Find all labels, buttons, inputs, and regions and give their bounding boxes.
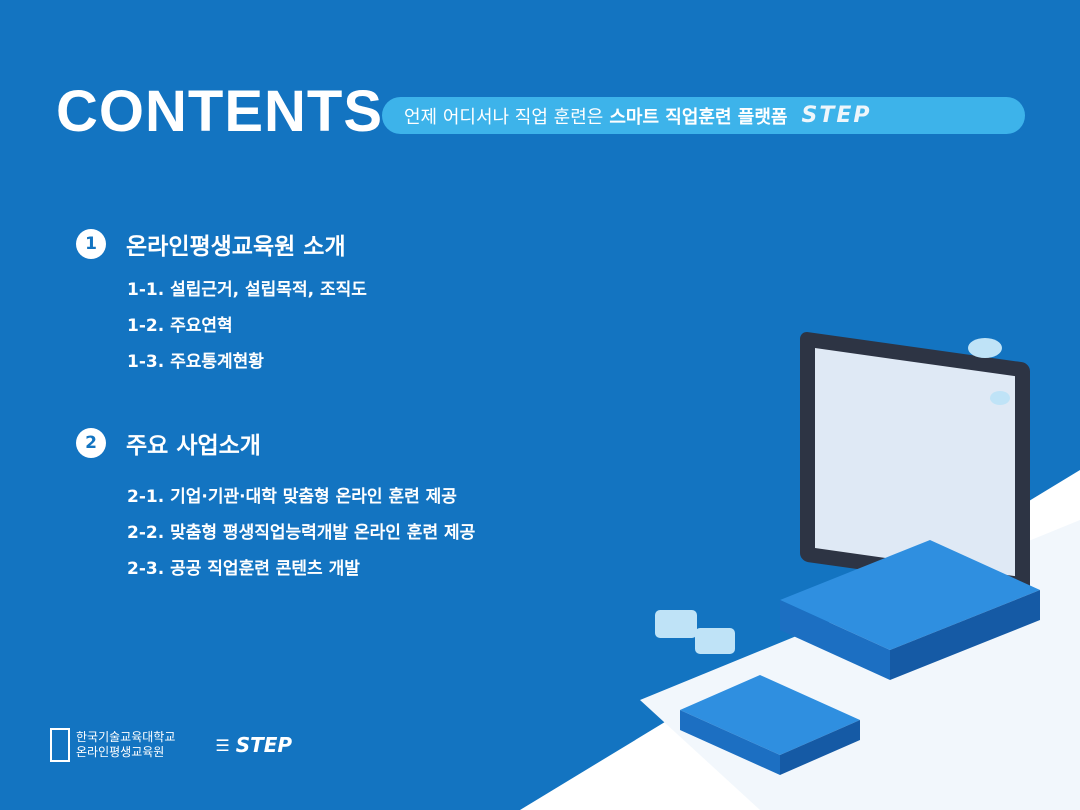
tagline-brand: STEP [801, 103, 872, 128]
toc-item: 1-1. 설립근거, 설립목적, 조직도 [127, 280, 367, 300]
tagline-prefix: 언제 어디서나 직업 훈련은 [404, 106, 604, 128]
toc-item: 2-1. 기업·기관·대학 맞춤형 온라인 훈련 제공 [127, 487, 457, 507]
section-title: 주요 사업소개 [126, 433, 261, 459]
university-seal-icon [50, 728, 70, 762]
toc-item: 1-2. 주요연혁 [127, 316, 233, 336]
section-title: 온라인평생교육원 소개 [126, 234, 346, 260]
org-line-2: 온라인평생교육원 [76, 745, 165, 759]
footer-logos: 한국기술교육대학교 온라인평생교육원 ☰ STEP [50, 728, 292, 762]
section-1-heading: 1 온라인평생교육원 소개 [76, 227, 346, 261]
university-logo: 한국기술교육대학교 온라인평생교육원 [50, 728, 175, 762]
section-number-badge: 2 [76, 428, 106, 458]
tagline-banner: 언제 어디서나 직업 훈련은 스마트 직업훈련 플랫폼 STEP [382, 97, 1025, 134]
toc-item: 2-2. 맞춤형 평생직업능력개발 온라인 훈련 제공 [127, 523, 476, 543]
page-title: CONTENTS [56, 79, 383, 144]
step-brand: STEP [235, 733, 293, 757]
section-2-heading: 2 주요 사업소개 [76, 426, 261, 460]
org-line-1: 한국기술교육대학교 [76, 730, 176, 744]
toc-item: 1-3. 주요통계현황 [127, 352, 264, 372]
step-logo: ☰ STEP [215, 733, 292, 757]
step-stripes-icon: ☰ [215, 735, 230, 755]
toc-item: 2-3. 공공 직업훈련 콘텐츠 개발 [127, 559, 360, 579]
tagline-strong: 스마트 직업훈련 플랫폼 [609, 106, 788, 128]
section-number-badge: 1 [76, 229, 106, 259]
